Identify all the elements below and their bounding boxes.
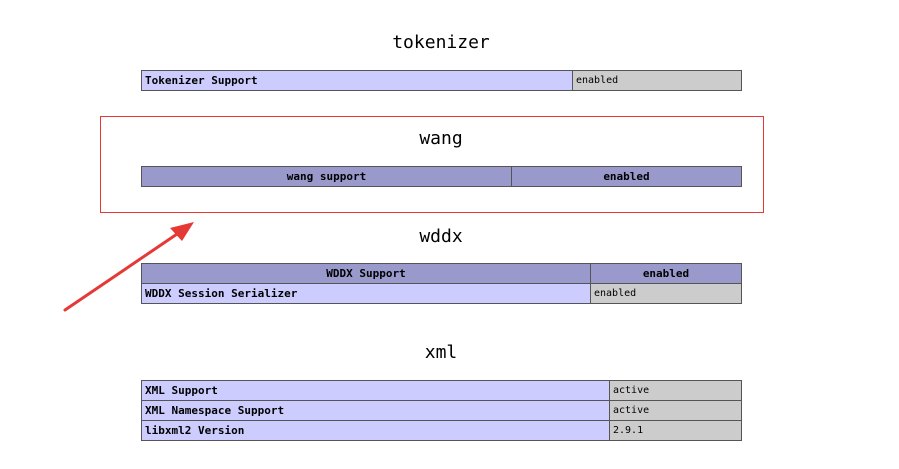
wang-table: wang support enabled bbox=[141, 166, 742, 187]
table-row: Tokenizer Support enabled bbox=[141, 70, 742, 91]
wang-support-header: wang support bbox=[141, 166, 512, 187]
xml-namespace-support-label: XML Namespace Support bbox=[141, 400, 610, 421]
xml-support-value: active bbox=[609, 380, 742, 401]
wang-enabled-header: enabled bbox=[511, 166, 742, 187]
section-title-tokenizer: tokenizer bbox=[392, 32, 490, 53]
table-header-row: wang support enabled bbox=[141, 166, 742, 187]
libxml2-version-label: libxml2 Version bbox=[141, 420, 610, 441]
section-title-xml: xml bbox=[424, 342, 458, 363]
table-row: XML Namespace Support active bbox=[141, 400, 742, 421]
section-title-wddx: wddx bbox=[419, 226, 463, 247]
wddx-enabled-header: enabled bbox=[590, 263, 742, 284]
table-row: WDDX Session Serializer enabled bbox=[141, 283, 742, 304]
tokenizer-table: Tokenizer Support enabled bbox=[141, 70, 742, 91]
highlight-box bbox=[100, 116, 764, 213]
wddx-session-serializer-label: WDDX Session Serializer bbox=[141, 283, 591, 304]
wddx-support-header: WDDX Support bbox=[141, 263, 591, 284]
tokenizer-support-label: Tokenizer Support bbox=[141, 70, 573, 91]
section-title-wang: wang bbox=[419, 128, 463, 149]
table-row: libxml2 Version 2.9.1 bbox=[141, 420, 742, 441]
table-row: XML Support active bbox=[141, 380, 742, 401]
xml-support-label: XML Support bbox=[141, 380, 610, 401]
wddx-table: WDDX Support enabled WDDX Session Serial… bbox=[141, 263, 742, 304]
xml-table: XML Support active XML Namespace Support… bbox=[141, 380, 742, 441]
tokenizer-support-value: enabled bbox=[572, 70, 742, 91]
wddx-session-serializer-value: enabled bbox=[590, 283, 742, 304]
table-header-row: WDDX Support enabled bbox=[141, 263, 742, 284]
libxml2-version-value: 2.9.1 bbox=[609, 420, 742, 441]
xml-namespace-support-value: active bbox=[609, 400, 742, 421]
